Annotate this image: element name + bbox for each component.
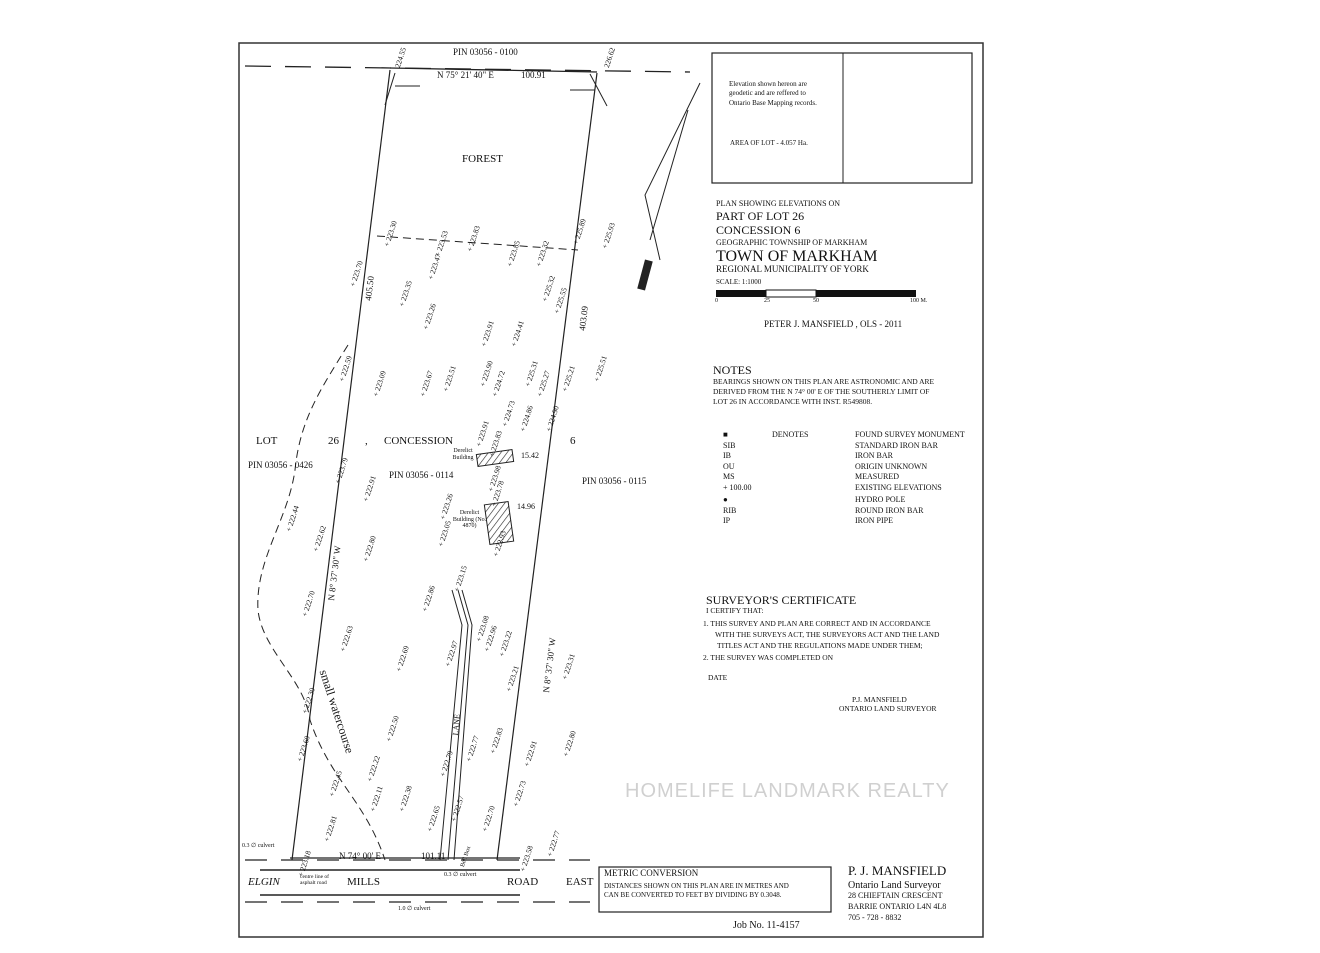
job-number: Job No. 11-4157 <box>733 920 800 931</box>
legend-meaning: EXISTING ELEVATIONS <box>855 482 942 492</box>
certificate-line: 1. THIS SURVEY AND PLAN ARE CORRECT AND … <box>703 619 931 628</box>
pin-west: PIN 03056 - 0426 <box>248 460 313 470</box>
legend-symbol: MS <box>723 472 735 481</box>
scale-tick: 25 <box>764 298 770 304</box>
concession-number: 6 <box>570 435 576 447</box>
drawing-frame <box>238 42 984 938</box>
scale-tick: 50 <box>813 298 819 304</box>
north-distance: 100.91 <box>521 70 546 80</box>
lot-word: LOT <box>256 435 278 447</box>
road-name-road: ROAD <box>507 876 539 888</box>
title-line4: GEOGRAPHIC TOWNSHIP OF MARKHAM <box>716 238 868 247</box>
firm-address1: 28 CHIEFTAIN CRESCENT <box>848 891 943 900</box>
legend-symbol: IB <box>723 451 731 460</box>
south-distance: 101.11 <box>421 851 446 861</box>
certificate-heading: SURVEYOR'S CERTIFICATE <box>706 593 857 607</box>
legend-meaning: HYDRO POLE <box>855 495 906 504</box>
east-lot-line <box>496 72 598 861</box>
certificate-line: TITLES ACT AND THE REGULATIONS MADE UNDE… <box>717 640 923 650</box>
derelict-building-2 <box>483 500 515 546</box>
surveyor-line: PETER J. MANSFIELD , OLS - 2011 <box>764 319 903 329</box>
lot-number: 26 <box>328 435 339 447</box>
title-line1: PLAN SHOWING ELEVATIONS ON <box>716 199 841 208</box>
lot-comma: , <box>365 435 368 447</box>
building-2-dimension: 14.96 <box>517 502 535 511</box>
note-line: Elevation shown hereon are <box>729 80 807 88</box>
derelict-building-1-label: Derelict Building <box>452 448 474 461</box>
legend-symbol: ● <box>723 495 728 504</box>
signer-title: ONTARIO LAND SURVEYOR <box>839 704 937 713</box>
signer-name: P.J. MANSFIELD <box>852 695 907 704</box>
notes-body: BEARINGS SHOWN ON THIS PLAN ARE ASTRONOM… <box>713 377 934 406</box>
legend-meaning: FOUND SURVEY MONUMENT <box>855 430 965 439</box>
pin-north: PIN 03056 - 0100 <box>453 47 518 57</box>
building-1-dimension: 15.42 <box>521 451 539 460</box>
legend-symbol: + 100.00 <box>723 482 752 492</box>
title-line3: CONCESSION 6 <box>716 223 801 237</box>
culvert-left: 0.3 ∅ culvert <box>242 843 275 849</box>
watermark: HOMELIFE LANDMARK REALTY <box>625 780 950 802</box>
watercourse-line <box>257 344 386 861</box>
metric-line: DISTANCES SHOWN ON THIS PLAN ARE IN METR… <box>604 882 789 890</box>
culvert-bottom: 1.0 ∅ culvert <box>398 906 431 912</box>
legend-denotes: DENOTES <box>772 430 809 439</box>
legend-symbol: OU <box>723 461 735 471</box>
concession-word: CONCESSION <box>384 435 454 447</box>
info-box <box>711 52 973 184</box>
title-line2: PART OF LOT 26 <box>716 209 805 223</box>
note-line: Ontario Base Mapping records. <box>729 98 817 107</box>
west-lot-line <box>291 69 391 861</box>
road-name-mills: MILLS <box>347 876 380 888</box>
derelict-building-2-label: Derelict Building (No. 4870) <box>452 510 487 530</box>
legend-meaning: ROUND IRON BAR <box>855 505 924 515</box>
scale-tick: 100 M. <box>910 298 928 304</box>
legend-meaning: STANDARD IRON BAR <box>855 440 938 450</box>
metric-conversion-box <box>598 866 832 913</box>
legend-meaning: IRON BAR <box>855 451 894 460</box>
forest-label: FOREST <box>462 153 503 165</box>
area-of-lot: AREA OF LOT - 4.057 Ha. <box>730 139 808 147</box>
lane-label: LANE <box>451 713 462 736</box>
notes-line: DERIVED FROM THE N 74° 00' E OF THE SOUT… <box>713 386 930 396</box>
certificate-item1: 1. THIS SURVEY AND PLAN ARE CORRECT AND … <box>703 619 939 652</box>
derelict-building-1 <box>475 448 515 468</box>
notes-line: BEARINGS SHOWN ON THIS PLAN ARE ASTRONOM… <box>713 377 935 386</box>
metric-line: CAN BE CONVERTED TO FEET BY DIVIDING BY … <box>604 891 782 900</box>
scale-tick: 0 <box>715 298 718 304</box>
pin-center: PIN 03056 - 0114 <box>389 470 454 480</box>
metric-body: DISTANCES SHOWN ON THIS PLAN ARE IN METR… <box>604 882 789 900</box>
notes-heading: NOTES <box>713 363 752 377</box>
firm-title: Ontario Land Surveyor <box>848 880 941 891</box>
road-name-elgin: ELGIN <box>248 876 280 888</box>
legend-meaning: MEASURED <box>855 472 900 481</box>
note-line: geodetic and are reffered to <box>729 89 806 98</box>
scale-label: SCALE: 1:1000 <box>716 278 762 286</box>
firm-name: P. J. MANSFIELD <box>848 863 947 878</box>
culvert-mid: 0.3 ∅ culvert <box>444 872 477 878</box>
title-line6: REGIONAL MUNICIPALITY OF YORK <box>716 264 869 274</box>
certificate-item2: 2. THE SURVEY WAS COMPLETED ON <box>703 653 834 662</box>
certificate-line: WITH THE SURVEYS ACT, THE SURVEYORS ACT … <box>715 629 940 639</box>
certificate-intro: I CERTIFY THAT: <box>706 606 764 615</box>
road-name-east: EAST <box>566 876 594 888</box>
notes-line: LOT 26 IN ACCORDANCE WITH INST. R549808. <box>713 396 873 406</box>
certificate-date: DATE <box>708 673 728 682</box>
firm-phone: 705 - 728 - 8832 <box>848 913 902 922</box>
legend-symbol: IP <box>723 516 731 525</box>
legend-symbol: SIB <box>723 440 736 450</box>
pin-east: PIN 03056 - 0115 <box>582 476 647 486</box>
asphalt-note: centre line of asphalt road <box>300 874 330 886</box>
legend-symbol: ■ <box>723 430 728 439</box>
metric-heading: METRIC CONVERSION <box>604 868 699 878</box>
firm-address2: BARRIE ONTARIO L4N 4L8 <box>848 902 947 911</box>
title-line5: TOWN OF MARKHAM <box>716 248 878 265</box>
south-bearing: N 74° 00' E <box>339 851 381 861</box>
legend-meaning: IRON PIPE <box>855 516 894 525</box>
elevation-note: Elevation shown hereon are geodetic and … <box>729 80 817 108</box>
north-bearing: N 75° 21' 40" E <box>437 70 494 80</box>
legend-symbol: RIB <box>723 505 737 515</box>
legend-meaning: ORIGIN UNKNOWN <box>855 461 928 471</box>
